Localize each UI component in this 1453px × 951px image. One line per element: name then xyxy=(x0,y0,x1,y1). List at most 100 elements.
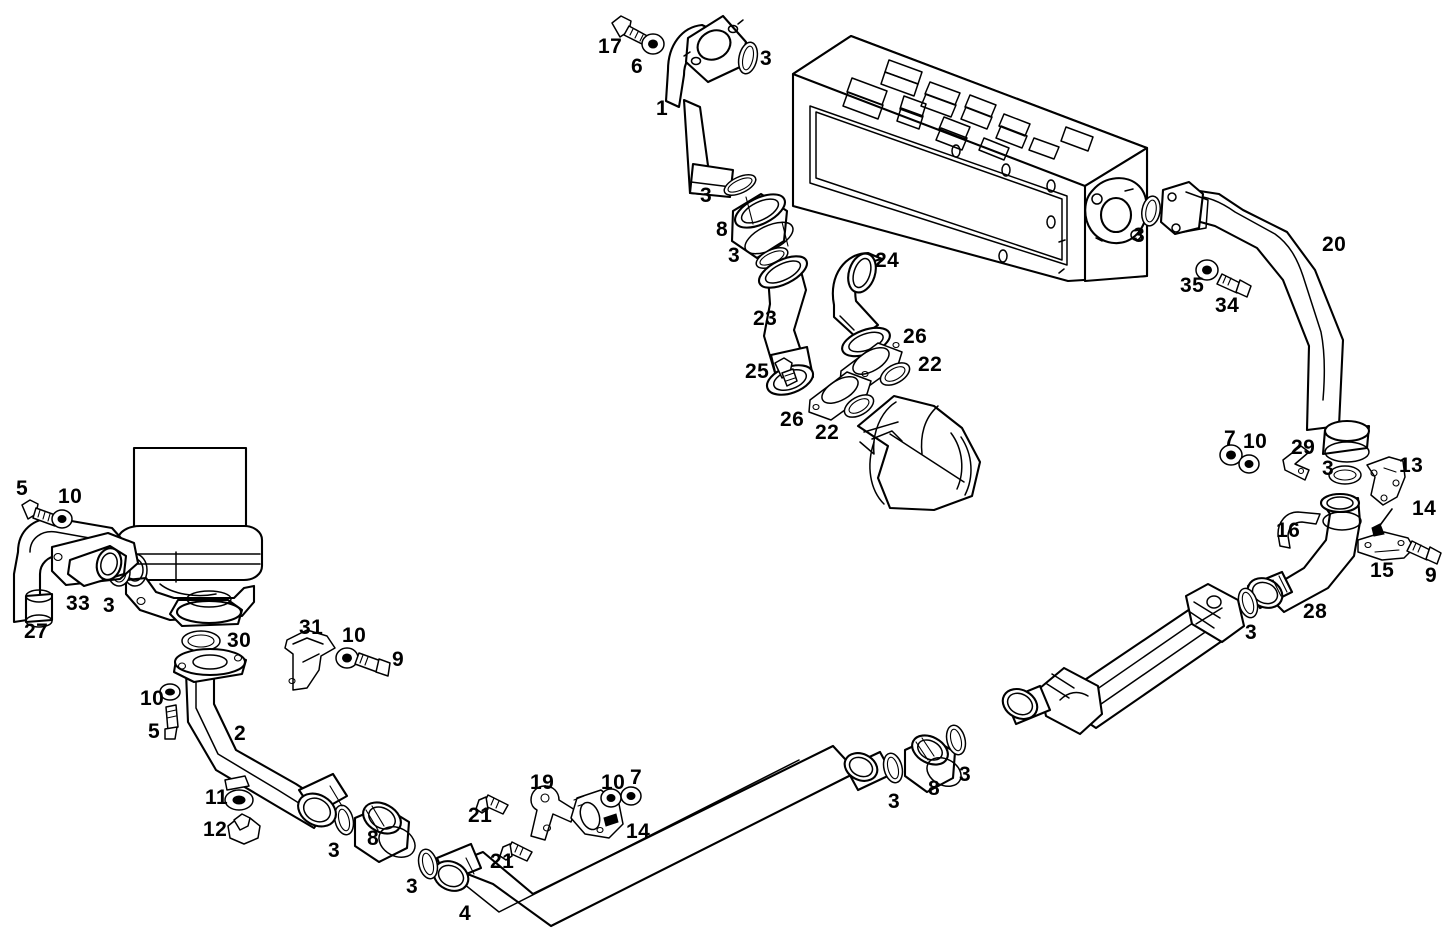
callout-7-center[interactable]: 7 xyxy=(630,766,643,789)
callout-10-topleft[interactable]: 10 xyxy=(58,485,83,508)
part-ring-3-pipe4 xyxy=(417,848,439,880)
callout-4[interactable]: 4 xyxy=(459,902,472,925)
callout-19[interactable]: 19 xyxy=(530,771,555,794)
callout-3-pipe4[interactable]: 3 xyxy=(406,875,419,898)
callout-16[interactable]: 16 xyxy=(1276,519,1301,542)
callout-1[interactable]: 1 xyxy=(656,97,669,120)
part-bolt-34 xyxy=(1216,273,1252,298)
part-washer-10-bracket31 xyxy=(335,647,359,669)
part-pipe-1 xyxy=(664,14,748,199)
callout-27[interactable]: 27 xyxy=(24,620,49,643)
callout-29[interactable]: 29 xyxy=(1291,436,1316,459)
callout-3-sleeve8-right[interactable]: 3 xyxy=(959,763,972,786)
callout-9-right[interactable]: 9 xyxy=(1425,564,1438,587)
callout-34[interactable]: 34 xyxy=(1215,294,1240,317)
callout-10-right[interactable]: 10 xyxy=(1243,430,1268,453)
callout-10-pipe2[interactable]: 10 xyxy=(140,687,165,710)
callout-33[interactable]: 33 xyxy=(66,592,91,615)
callout-11[interactable]: 11 xyxy=(205,786,229,809)
part-ring-3-box xyxy=(1141,195,1161,227)
callout-14-right[interactable]: 14 xyxy=(1412,497,1437,520)
part-washer-10-right xyxy=(1238,454,1260,474)
part-bracket-29 xyxy=(1282,445,1310,481)
callout-22-lower[interactable]: 22 xyxy=(815,421,840,444)
callout-6[interactable]: 6 xyxy=(631,55,644,78)
callout-17[interactable]: 17 xyxy=(598,35,623,58)
part-pipe-20 xyxy=(1159,180,1371,463)
callout-31[interactable]: 31 xyxy=(299,616,324,639)
callout-3-left[interactable]: 3 xyxy=(103,594,116,617)
part-ring-3-right xyxy=(1328,465,1362,485)
callout-20[interactable]: 20 xyxy=(1322,233,1347,256)
callout-35[interactable]: 35 xyxy=(1180,274,1205,297)
callout-8-right[interactable]: 8 xyxy=(928,777,941,800)
part-washer-10-topleft xyxy=(51,509,73,529)
callout-23[interactable]: 23 xyxy=(753,307,778,330)
part-ring-22-upper xyxy=(879,362,911,386)
part-bolt-21-b xyxy=(499,841,533,862)
callout-9-left[interactable]: 9 xyxy=(392,648,405,671)
part-bolt-9-left xyxy=(354,652,391,677)
part-ring-3-sleeve8-left xyxy=(333,804,355,836)
callout-2[interactable]: 2 xyxy=(234,722,247,745)
part-intake-elbow xyxy=(856,394,982,512)
callout-26-upper[interactable]: 26 xyxy=(903,325,928,348)
part-ring-3-right-low xyxy=(882,752,904,784)
part-bracket-31 xyxy=(284,629,336,691)
part-pin-14-right xyxy=(1371,523,1385,537)
part-washer-7-center xyxy=(620,786,642,806)
part-bolt-21-a xyxy=(475,794,509,815)
callout-5-pipe2[interactable]: 5 xyxy=(148,720,161,743)
part-ring-3-a xyxy=(723,174,757,196)
part-elbow-24 xyxy=(831,251,891,358)
callout-26-lower[interactable]: 26 xyxy=(780,408,805,431)
part-washer-6 xyxy=(641,33,665,55)
part-bolt-9-right xyxy=(1406,540,1442,565)
part-clamp-19 xyxy=(530,785,576,841)
callout-3-28[interactable]: 3 xyxy=(1245,621,1258,644)
part-hook-16 xyxy=(1277,511,1321,549)
part-gasket-26-lower xyxy=(808,370,872,421)
part-sleeve-8-a xyxy=(730,192,794,260)
part-sleeve-8-right xyxy=(903,734,962,794)
callout-3-sleeve8-left[interactable]: 3 xyxy=(328,839,341,862)
part-pipe-4 xyxy=(432,744,894,928)
callout-5-topleft[interactable]: 5 xyxy=(16,477,29,500)
callout-7-right[interactable]: 7 xyxy=(1224,427,1237,450)
callout-24[interactable]: 24 xyxy=(875,249,900,272)
callout-30[interactable]: 30 xyxy=(227,629,252,652)
callout-14-center[interactable]: 14 xyxy=(626,820,651,843)
callout-3-b[interactable]: 3 xyxy=(728,244,741,267)
callout-3-right[interactable]: 3 xyxy=(1322,457,1335,480)
callout-8-a[interactable]: 8 xyxy=(716,218,729,241)
part-ring-3-top xyxy=(737,41,759,75)
part-oil-cooler xyxy=(1001,582,1246,736)
part-washer-11 xyxy=(224,789,254,811)
part-elbow-27 xyxy=(12,516,140,628)
callout-21-a[interactable]: 21 xyxy=(468,804,493,827)
callout-3-top[interactable]: 3 xyxy=(760,47,773,70)
part-bolt-25 xyxy=(774,357,798,387)
callout-28[interactable]: 28 xyxy=(1303,600,1328,623)
callout-21-b[interactable]: 21 xyxy=(490,850,515,873)
callout-8-left[interactable]: 8 xyxy=(367,827,380,850)
part-gasket-30 xyxy=(181,630,221,652)
callout-3-box[interactable]: 3 xyxy=(1133,224,1146,247)
callout-10-bracket31[interactable]: 10 xyxy=(342,624,367,647)
callout-22-upper[interactable]: 22 xyxy=(918,353,943,376)
callout-15[interactable]: 15 xyxy=(1370,559,1395,582)
callout-13[interactable]: 13 xyxy=(1399,454,1424,477)
part-clamp-15 xyxy=(1357,531,1415,561)
part-filter-housing xyxy=(116,446,264,628)
callout-3-a[interactable]: 3 xyxy=(700,184,713,207)
callout-10-center[interactable]: 10 xyxy=(601,771,626,794)
callout-3-right-low[interactable]: 3 xyxy=(888,790,901,813)
part-nut-12 xyxy=(227,813,261,845)
part-intake-box xyxy=(791,34,1149,283)
callout-25[interactable]: 25 xyxy=(745,360,770,383)
part-bolt-5-pipe2 xyxy=(164,704,179,740)
part-ring-22-lower xyxy=(843,394,875,418)
callout-12[interactable]: 12 xyxy=(203,818,228,841)
